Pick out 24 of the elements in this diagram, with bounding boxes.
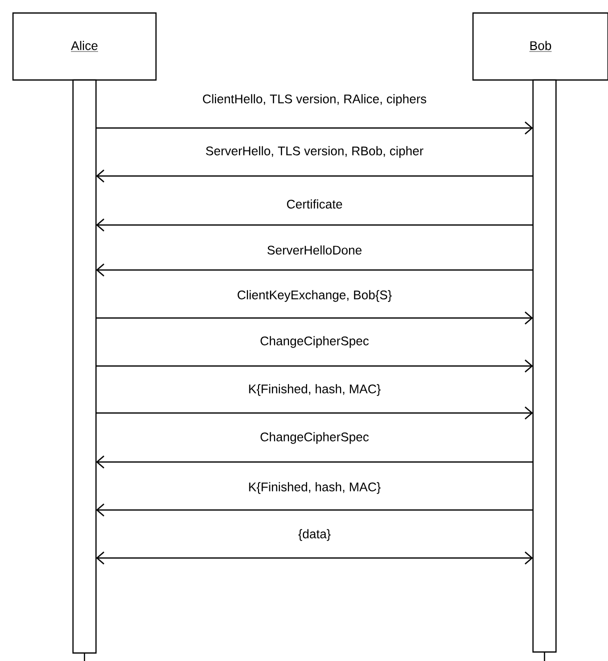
edge-label: ServerHelloDone xyxy=(266,244,364,256)
arrow xyxy=(96,170,533,182)
edge-label: ChangeCipherSpec xyxy=(258,335,370,349)
arrow xyxy=(96,360,533,372)
edge-label: K{Finished, hash, MAC} xyxy=(247,383,382,397)
arrow xyxy=(96,504,533,516)
edge-label: ClientKeyExchange, Bob{S} xyxy=(236,289,393,303)
activation-bar xyxy=(72,79,97,654)
participant-box: Bob xyxy=(472,12,608,81)
edge-label: Certificate xyxy=(285,198,344,210)
arrow xyxy=(96,456,533,468)
edge-label: K{Finished, hash, MAC} xyxy=(247,481,382,495)
arrow xyxy=(96,264,533,276)
arrow xyxy=(96,312,533,324)
arrow xyxy=(96,218,533,232)
participant-box: Alice xyxy=(12,12,157,81)
edge-label: ClientHello, TLS version, RAlice, ciphers xyxy=(201,93,428,107)
edge-label: ServerHello, TLS version, RBob, cipher xyxy=(204,145,425,159)
edge-label: {data} xyxy=(297,528,332,542)
arrow xyxy=(96,406,533,420)
arrow xyxy=(96,552,533,564)
edge-label: ChangeCipherSpec xyxy=(258,431,370,445)
arrow xyxy=(96,122,533,134)
activation-bar xyxy=(532,79,557,653)
